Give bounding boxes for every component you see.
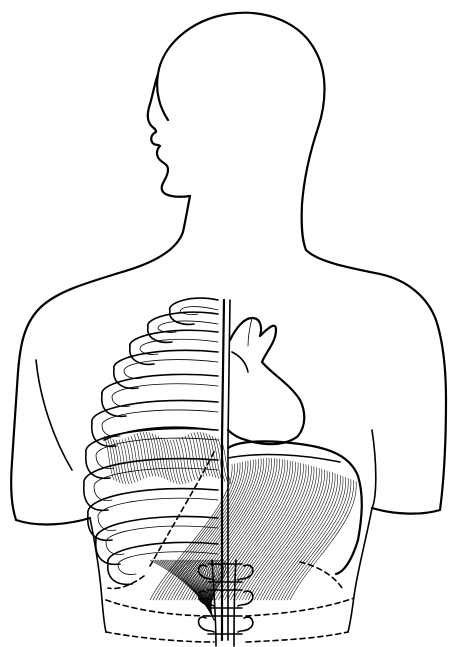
diaphragm-fiber [290,481,356,600]
lower-abdomen-dashed-boundary [106,632,214,642]
rib [114,350,218,388]
rib [88,489,218,541]
diaphragm-fiber [287,480,354,600]
lower-abdomen-dashed-boundary [246,632,348,642]
rib [102,410,218,436]
lower-abdomen-dashed-boundary [246,598,354,616]
torso-outline [36,360,72,470]
rib [170,298,218,324]
lower-abdomen-dashed-boundary [106,600,214,616]
rib [92,400,218,446]
heart [248,318,252,346]
costal-margin [108,576,144,589]
sternum-midline [222,300,224,640]
torso-outline [372,430,376,508]
diaphragm-fiber [281,478,348,600]
diaphragm-fiber [278,477,346,600]
heart [232,352,248,372]
lung-hatch [131,436,141,480]
diaphragm-muscle [228,455,340,462]
rib [98,498,218,530]
diaphragm-crus [212,560,216,646]
vertebra [199,616,253,634]
sternum-midline [228,300,230,640]
heart [228,318,304,444]
head-and-neck-outline [148,13,325,250]
diaphragm-fiber [284,479,351,600]
torso-outline [11,232,183,524]
diaphragm-crus [234,560,236,646]
